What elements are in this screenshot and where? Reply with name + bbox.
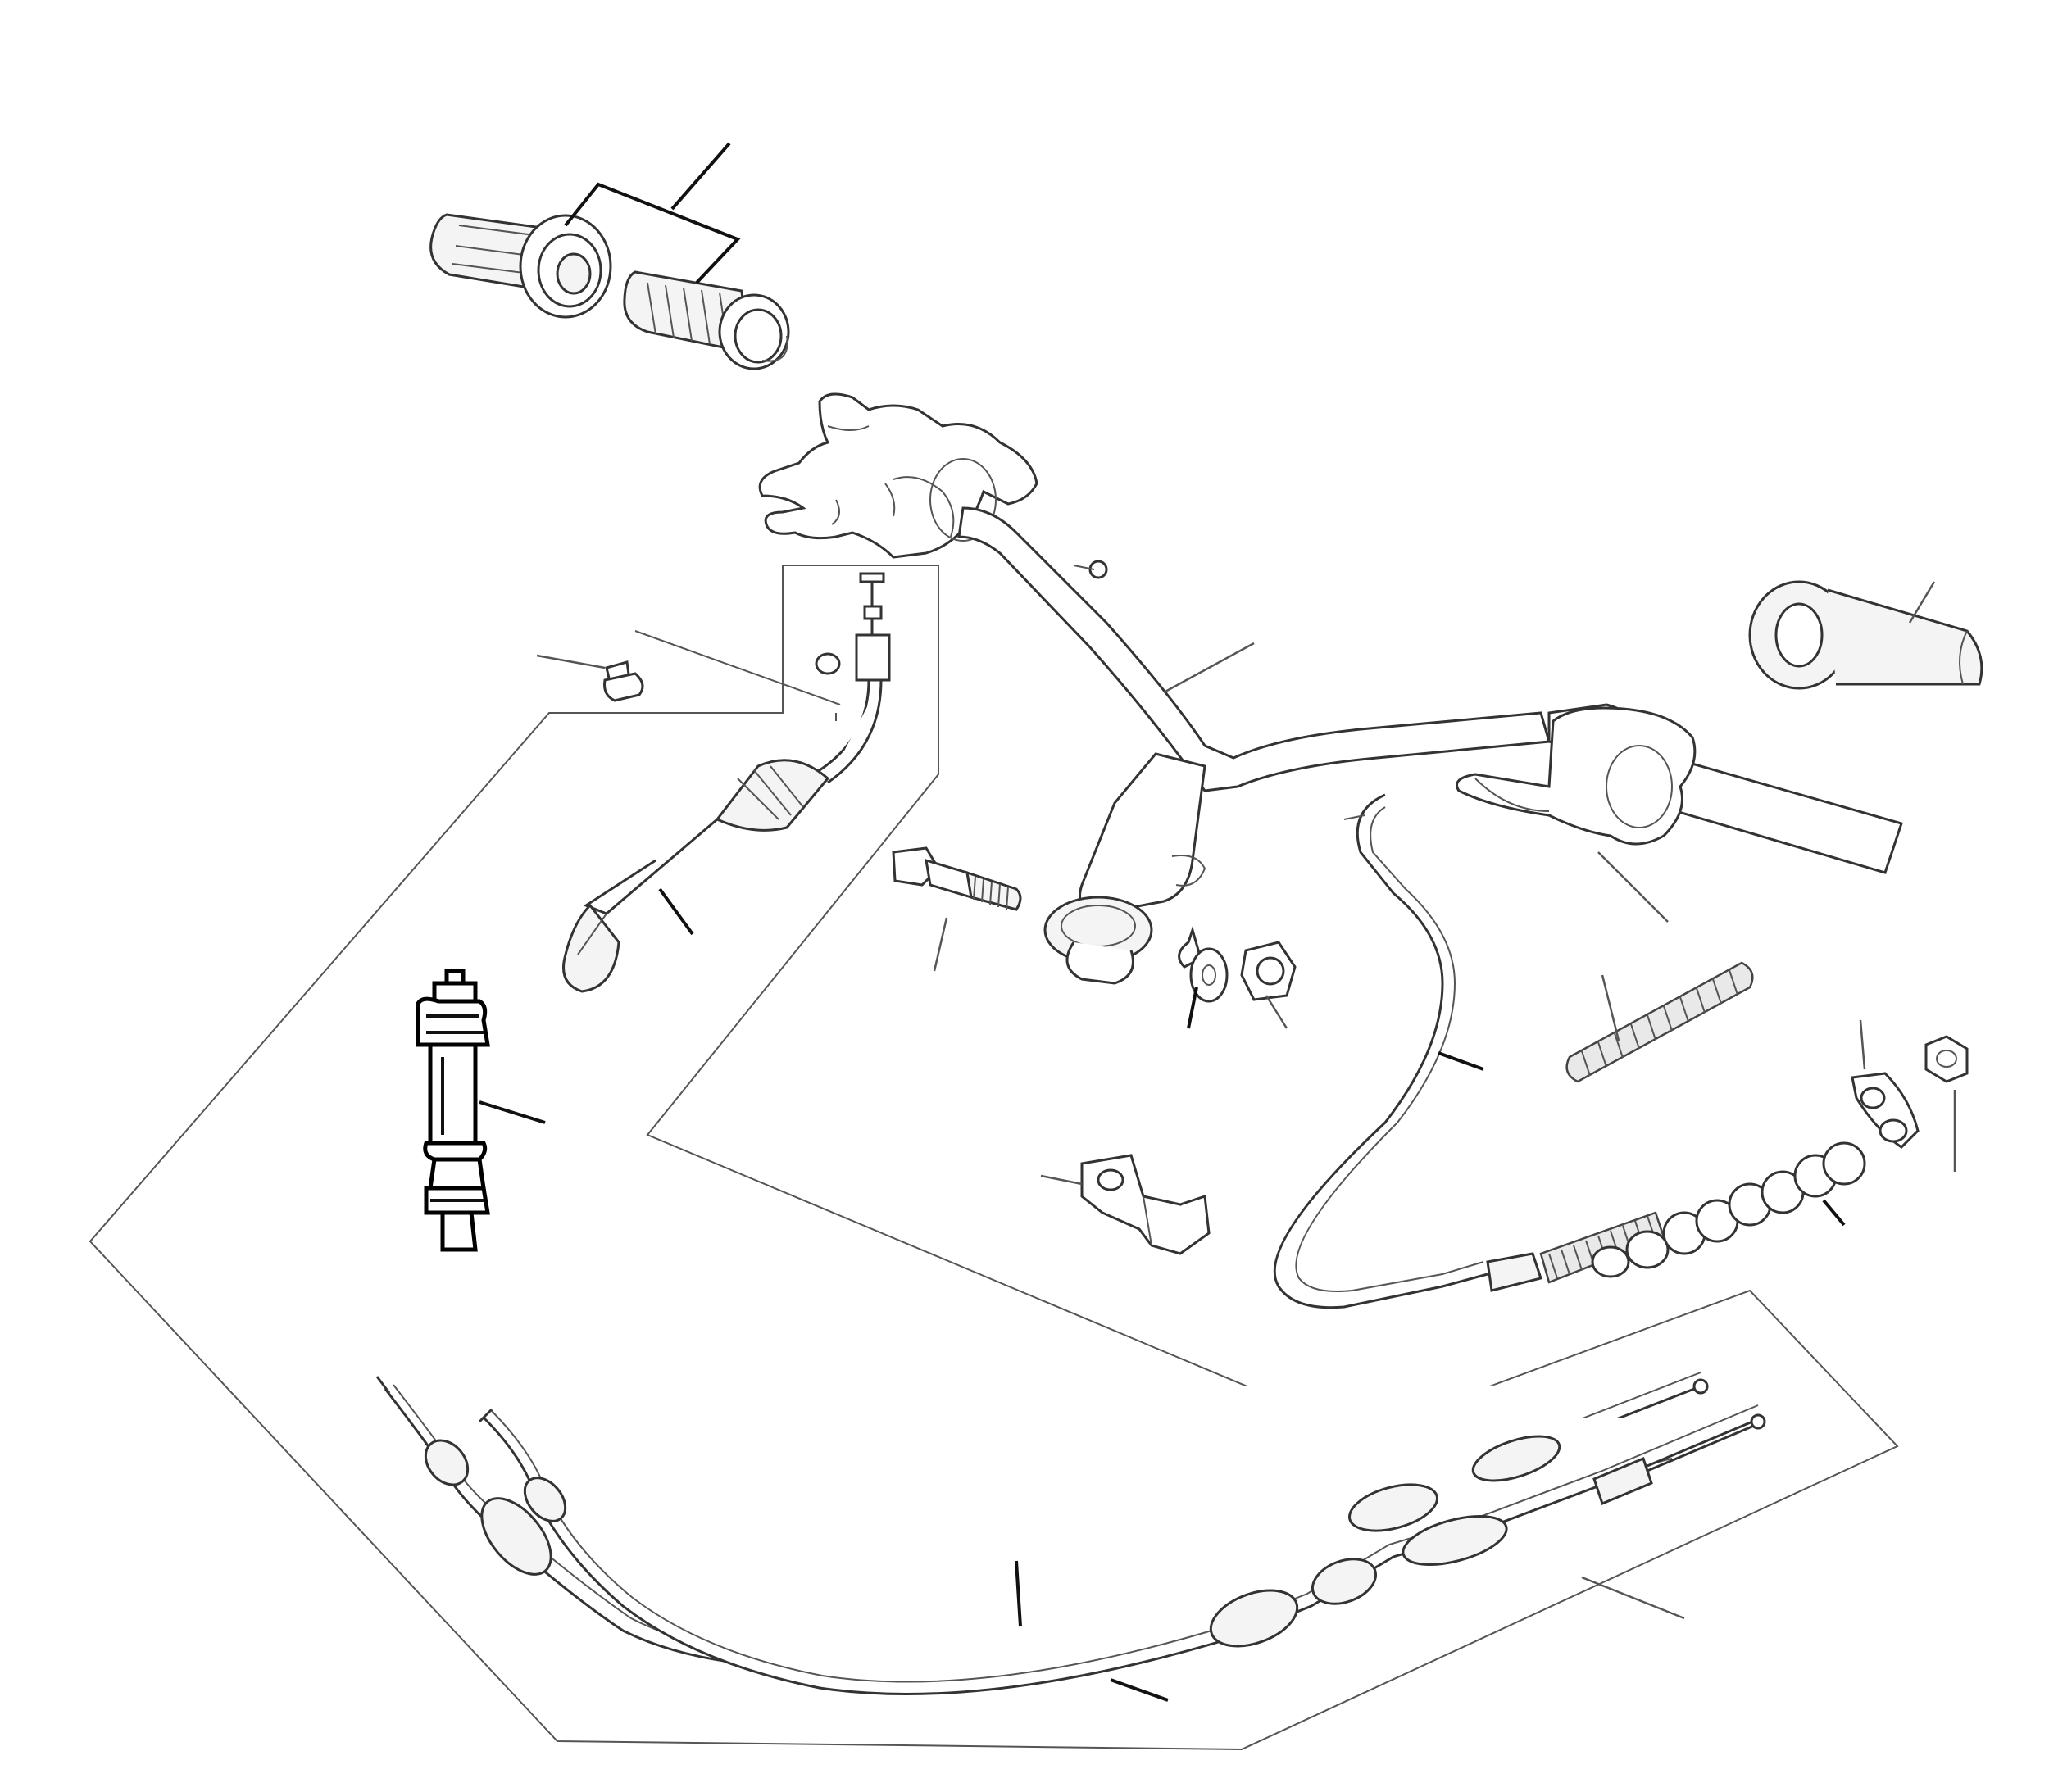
grip-right[interactable] (1748, 580, 1983, 690)
bracket[interactable] (1040, 1154, 1211, 1255)
handlebar[interactable] (957, 506, 1903, 985)
assembly-outline-upper (89, 565, 1899, 1751)
choke-plunger[interactable] (536, 572, 891, 993)
handlebar-grips-pair[interactable] (429, 142, 790, 370)
starter-plunger[interactable] (416, 969, 546, 1252)
throttle-cables[interactable] (375, 1372, 1766, 1702)
clip[interactable] (1851, 1019, 1920, 1149)
nut[interactable] (1924, 1035, 1969, 1172)
brake-lever-switch[interactable] (1456, 706, 1697, 923)
nut-flange[interactable] (1240, 941, 1297, 1029)
washer[interactable] (1178, 925, 1229, 1029)
cable-boot[interactable] (1591, 1141, 1866, 1278)
throttle-housing[interactable] (758, 392, 1108, 579)
bolt[interactable] (892, 846, 1022, 972)
spring[interactable] (1565, 961, 1754, 1083)
